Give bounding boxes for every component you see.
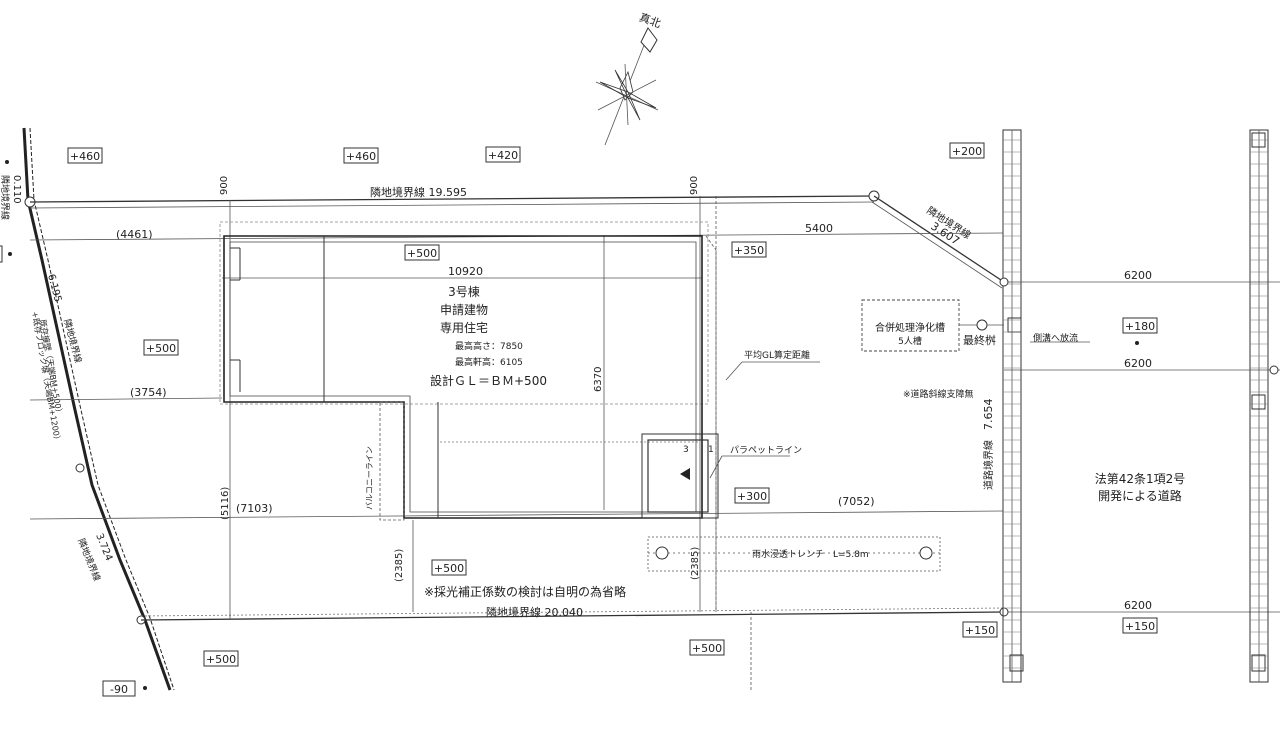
infiltration-trench bbox=[647, 536, 941, 572]
lighting-note: ※採光補正係数の検討は自明の為省略 bbox=[424, 584, 626, 599]
road-type-line2: 開発による道路 bbox=[1098, 488, 1182, 503]
building-eave-height: 最高軒高：6105 bbox=[455, 356, 523, 368]
level-l11: +500 bbox=[692, 642, 722, 655]
avg-gl-label: 平均GL算定距離 bbox=[744, 349, 810, 361]
level-l9: +300 bbox=[737, 490, 767, 503]
discharge-label: 側溝へ放流 bbox=[1033, 332, 1078, 344]
dim-900-b: 900 bbox=[689, 176, 700, 195]
septic-label: 合併処理浄化槽 bbox=[875, 321, 945, 334]
level-l5: +500 bbox=[146, 342, 176, 355]
dim-6200-a: 6200 bbox=[1124, 269, 1152, 282]
final-basin-label: 最終桝 bbox=[963, 333, 996, 347]
dim-7103: (7103) bbox=[236, 502, 273, 515]
dim-6200-c: 6200 bbox=[1124, 599, 1152, 612]
road-boundary-label: 道路境界線 bbox=[982, 440, 995, 490]
level-l3: +420 bbox=[488, 149, 518, 162]
dim-3754: (3754) bbox=[130, 386, 167, 399]
septic-capacity: 5人槽 bbox=[898, 335, 922, 347]
west-boundary-wall bbox=[22, 127, 175, 691]
level-l7: +500 bbox=[407, 247, 437, 260]
north-boundary bbox=[29, 190, 1005, 289]
level-l13: +150 bbox=[965, 624, 995, 637]
benchmark-dot bbox=[8, 252, 12, 256]
septic-tank bbox=[861, 299, 1090, 352]
level-l1: +460 bbox=[70, 150, 100, 163]
north-boundary-label: 隣地境界線 19.595 bbox=[370, 185, 467, 199]
dim-7052: (7052) bbox=[838, 495, 875, 508]
level-l8: +180 bbox=[1125, 320, 1155, 333]
building-use: 専用住宅 bbox=[440, 320, 488, 335]
level-markers: +460 +460 +420 +200 +500 +350 +500 +180 … bbox=[67, 142, 1158, 697]
building-outline bbox=[219, 221, 719, 612]
dim-5116: (5116) bbox=[220, 487, 231, 520]
building-max-height: 最高高さ：7850 bbox=[455, 340, 523, 352]
dim-6200-b: 6200 bbox=[1124, 357, 1152, 370]
dim-10920: 10920 bbox=[448, 265, 483, 278]
south-boundary-label: 隣地境界線 20.040 bbox=[486, 605, 583, 619]
design-gl: 設計ＧＬ＝ＢＭ+500 bbox=[430, 373, 547, 388]
dim-2385-a: (2385) bbox=[394, 549, 405, 582]
dim-5400: 5400 bbox=[805, 222, 833, 235]
north-label: 真北 bbox=[638, 10, 663, 31]
west-top-length: 0.110 bbox=[11, 175, 22, 204]
road-ticks bbox=[1003, 139, 1268, 669]
level-box-partial bbox=[0, 245, 3, 263]
south-boundary bbox=[140, 607, 1280, 621]
north-arrow-icon bbox=[595, 27, 659, 146]
small-label-1: 1 bbox=[708, 445, 714, 455]
building-kind: 申請建物 bbox=[440, 303, 488, 317]
road-type-line1: 法第42条1項2号 bbox=[1095, 472, 1186, 486]
level-l15: -90 bbox=[110, 683, 128, 696]
dim-6370: 6370 bbox=[593, 367, 604, 392]
parapet-line-label: パラペットライン bbox=[730, 445, 802, 456]
level-l10: +500 bbox=[434, 562, 464, 575]
small-label-3: 3 bbox=[683, 445, 689, 455]
level-l4: +200 bbox=[952, 145, 982, 158]
west-labels: 0.110 隣地境界線 6.195 隣地境界線 既存擁壁（天端BM+500） +… bbox=[0, 175, 114, 583]
west-top-label: 隣地境界線 bbox=[0, 175, 11, 220]
dim-900-a: 900 bbox=[219, 176, 230, 195]
trench-label: 雨水浸透トレンチ L=5.8m bbox=[752, 548, 869, 560]
dim-2385-b: (2385) bbox=[690, 547, 701, 580]
road-slant-note: ※道路斜線支障無 bbox=[903, 388, 974, 400]
building-name: 3号棟 bbox=[448, 284, 480, 299]
level-l2: +460 bbox=[346, 150, 376, 163]
road-boundary-length: 7.654 bbox=[982, 399, 995, 431]
level-l6: +350 bbox=[734, 244, 764, 257]
dim-4461: (4461) bbox=[116, 228, 153, 241]
level-l12: +500 bbox=[206, 653, 236, 666]
balcony-line-label: バルコニーライン bbox=[365, 446, 374, 510]
level-l14: +150 bbox=[1125, 620, 1155, 633]
benchmark-dot bbox=[5, 160, 9, 164]
